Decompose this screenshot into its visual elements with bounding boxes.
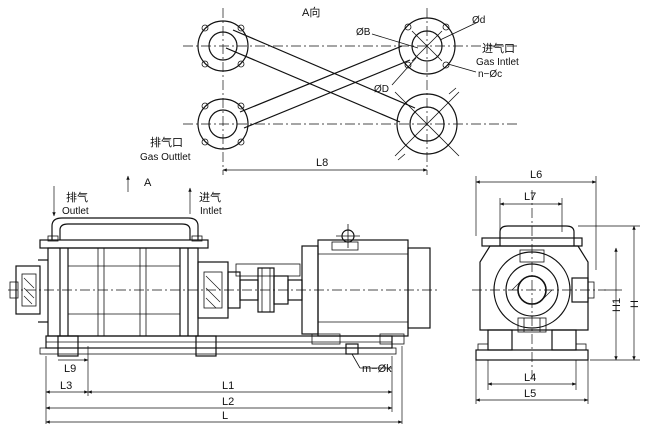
- side-view: L6 L7 H H1 L4 L5: [472, 169, 641, 404]
- flange-gas-outlet: [197, 98, 249, 150]
- front-view: 排气 Outlet A 进气 Intlet: [8, 175, 440, 424]
- dim-l1-label: L1: [222, 380, 234, 392]
- dim-h1-label: H1: [611, 298, 623, 312]
- gas-inlet-cn: 进气口: [482, 41, 515, 55]
- flange-bottom-right: [394, 87, 460, 161]
- inlet-en: Intlet: [200, 206, 222, 217]
- connecting-pipe: [225, 29, 416, 129]
- motor: [301, 224, 431, 345]
- dim-l4-label: L4: [524, 372, 536, 384]
- outlet-cn: 排气: [66, 190, 88, 204]
- pump-body: [38, 247, 199, 337]
- inlet-cn: 进气: [199, 190, 221, 204]
- dim-l6-label: L6: [530, 169, 542, 181]
- dim-l2-label: L2: [222, 396, 234, 408]
- gas-outlet-en: Gas Outtlet: [140, 152, 191, 163]
- view-a-marker: A: [144, 177, 152, 189]
- dim-l-label: L: [222, 410, 228, 422]
- outlet-en: Outlet: [62, 206, 89, 217]
- dim-l8-label: L8: [316, 157, 328, 169]
- dim-d-small-label: Ød: [472, 15, 485, 26]
- dim-holes-label: n−Øc: [478, 69, 502, 80]
- dim-bolts-label: m−Øk: [362, 363, 392, 375]
- dim-l7-label: L7: [524, 191, 536, 203]
- top-pipe-loop: [39, 217, 209, 249]
- dim-d-large-label: ØD: [374, 84, 389, 95]
- dim-l5-label: L5: [524, 388, 536, 400]
- base-frame: [39, 335, 397, 357]
- flange-top-left: [197, 20, 249, 72]
- top-view: A向: [140, 5, 520, 175]
- side-base: [475, 329, 589, 361]
- coupling: [235, 263, 303, 313]
- gas-inlet-en: Gas Intlet: [476, 57, 519, 68]
- dim-l9-label: L9: [64, 363, 76, 375]
- dim-b-label: ØB: [356, 27, 371, 38]
- view-a-label: A向: [302, 5, 320, 19]
- right-end-cover: [197, 261, 241, 319]
- dim-l3-label: L3: [60, 380, 72, 392]
- left-end-cover: [9, 265, 41, 315]
- gas-outlet-cn: 排气口: [150, 135, 183, 149]
- side-body: [479, 245, 595, 333]
- dim-h-label: H: [629, 300, 641, 308]
